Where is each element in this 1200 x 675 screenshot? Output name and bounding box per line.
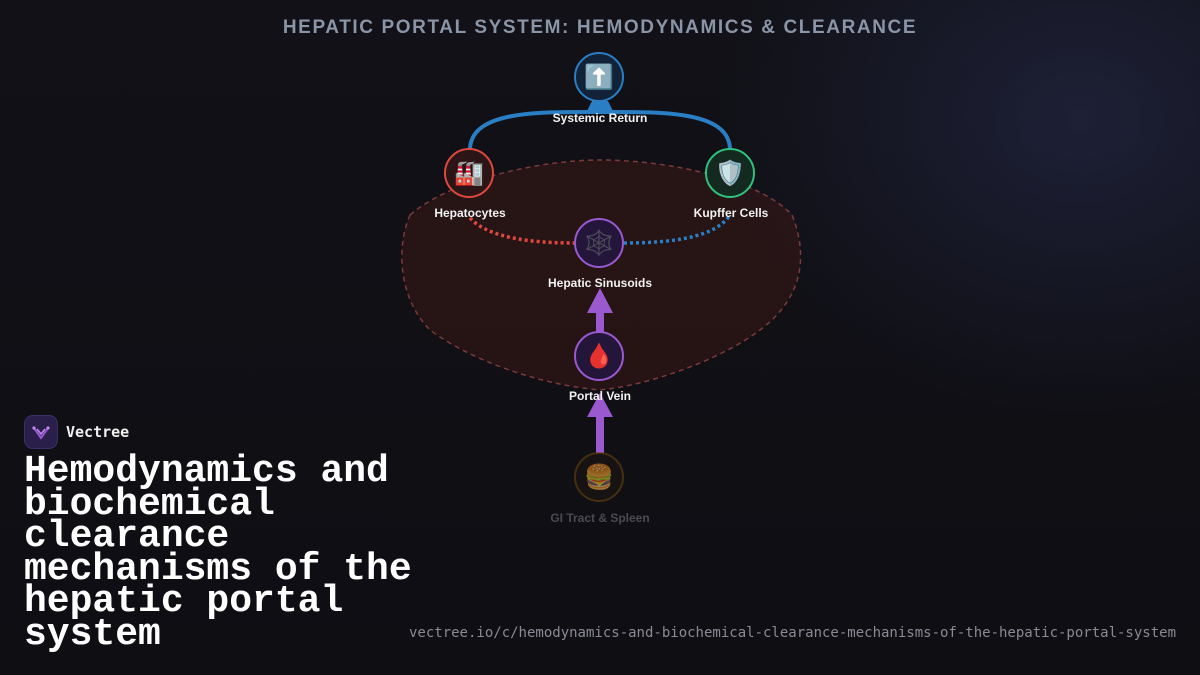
source-url[interactable]: vectree.io/c/hemodynamics-and-biochemica… xyxy=(408,625,1176,641)
systemic-arrowhead xyxy=(586,101,614,113)
vectree-logo-icon xyxy=(24,415,58,449)
up-arrow-icon: ⬆️ xyxy=(584,63,614,91)
systemic-return-node[interactable]: ⬆️ xyxy=(574,52,624,102)
spider-web-icon: 🕸️ xyxy=(584,229,614,257)
gi-to-portal-shaft xyxy=(596,415,604,453)
page-heading: Hemodynamics and biochemical clearance m… xyxy=(24,450,412,656)
burger-icon: 🍔 xyxy=(584,463,614,491)
factory-icon: 🏭 xyxy=(454,159,484,187)
shield-icon: 🛡️ xyxy=(715,159,745,187)
portal-to-sinusoid-arrowhead xyxy=(587,288,613,313)
systemic-return-label: Systemic Return xyxy=(552,111,648,125)
hepatocytes-label: Hepatocytes xyxy=(434,206,506,220)
gi-tract-label: GI Tract & Spleen xyxy=(550,511,650,525)
diagram-title: HEPATIC PORTAL SYSTEM: HEMODYNAMICS & CL… xyxy=(282,17,918,38)
hepatocytes-node[interactable]: 🏭 xyxy=(444,148,494,198)
hepatic-sinusoids-node[interactable]: 🕸️ xyxy=(574,218,624,268)
brand[interactable]: Vectree xyxy=(24,415,129,449)
kupffer-cells-node[interactable]: 🛡️ xyxy=(705,148,755,198)
kupffer-path xyxy=(623,213,732,245)
gi-to-portal-arrowhead xyxy=(587,393,613,417)
portal-to-sinusoid-shaft xyxy=(596,308,604,332)
gi-tract-node[interactable]: 🍔 xyxy=(574,452,624,502)
kupffer-cells-label: Kupffer Cells xyxy=(693,206,769,220)
liver-region xyxy=(401,159,802,391)
brand-name: Vectree xyxy=(66,423,130,441)
portal-vein-node[interactable]: 🩸 xyxy=(574,331,624,381)
hepatic-sinusoids-label: Hepatic Sinusoids xyxy=(547,276,653,290)
portal-vein-label: Portal Vein xyxy=(568,389,632,403)
blood-drop-icon: 🩸 xyxy=(584,342,614,370)
